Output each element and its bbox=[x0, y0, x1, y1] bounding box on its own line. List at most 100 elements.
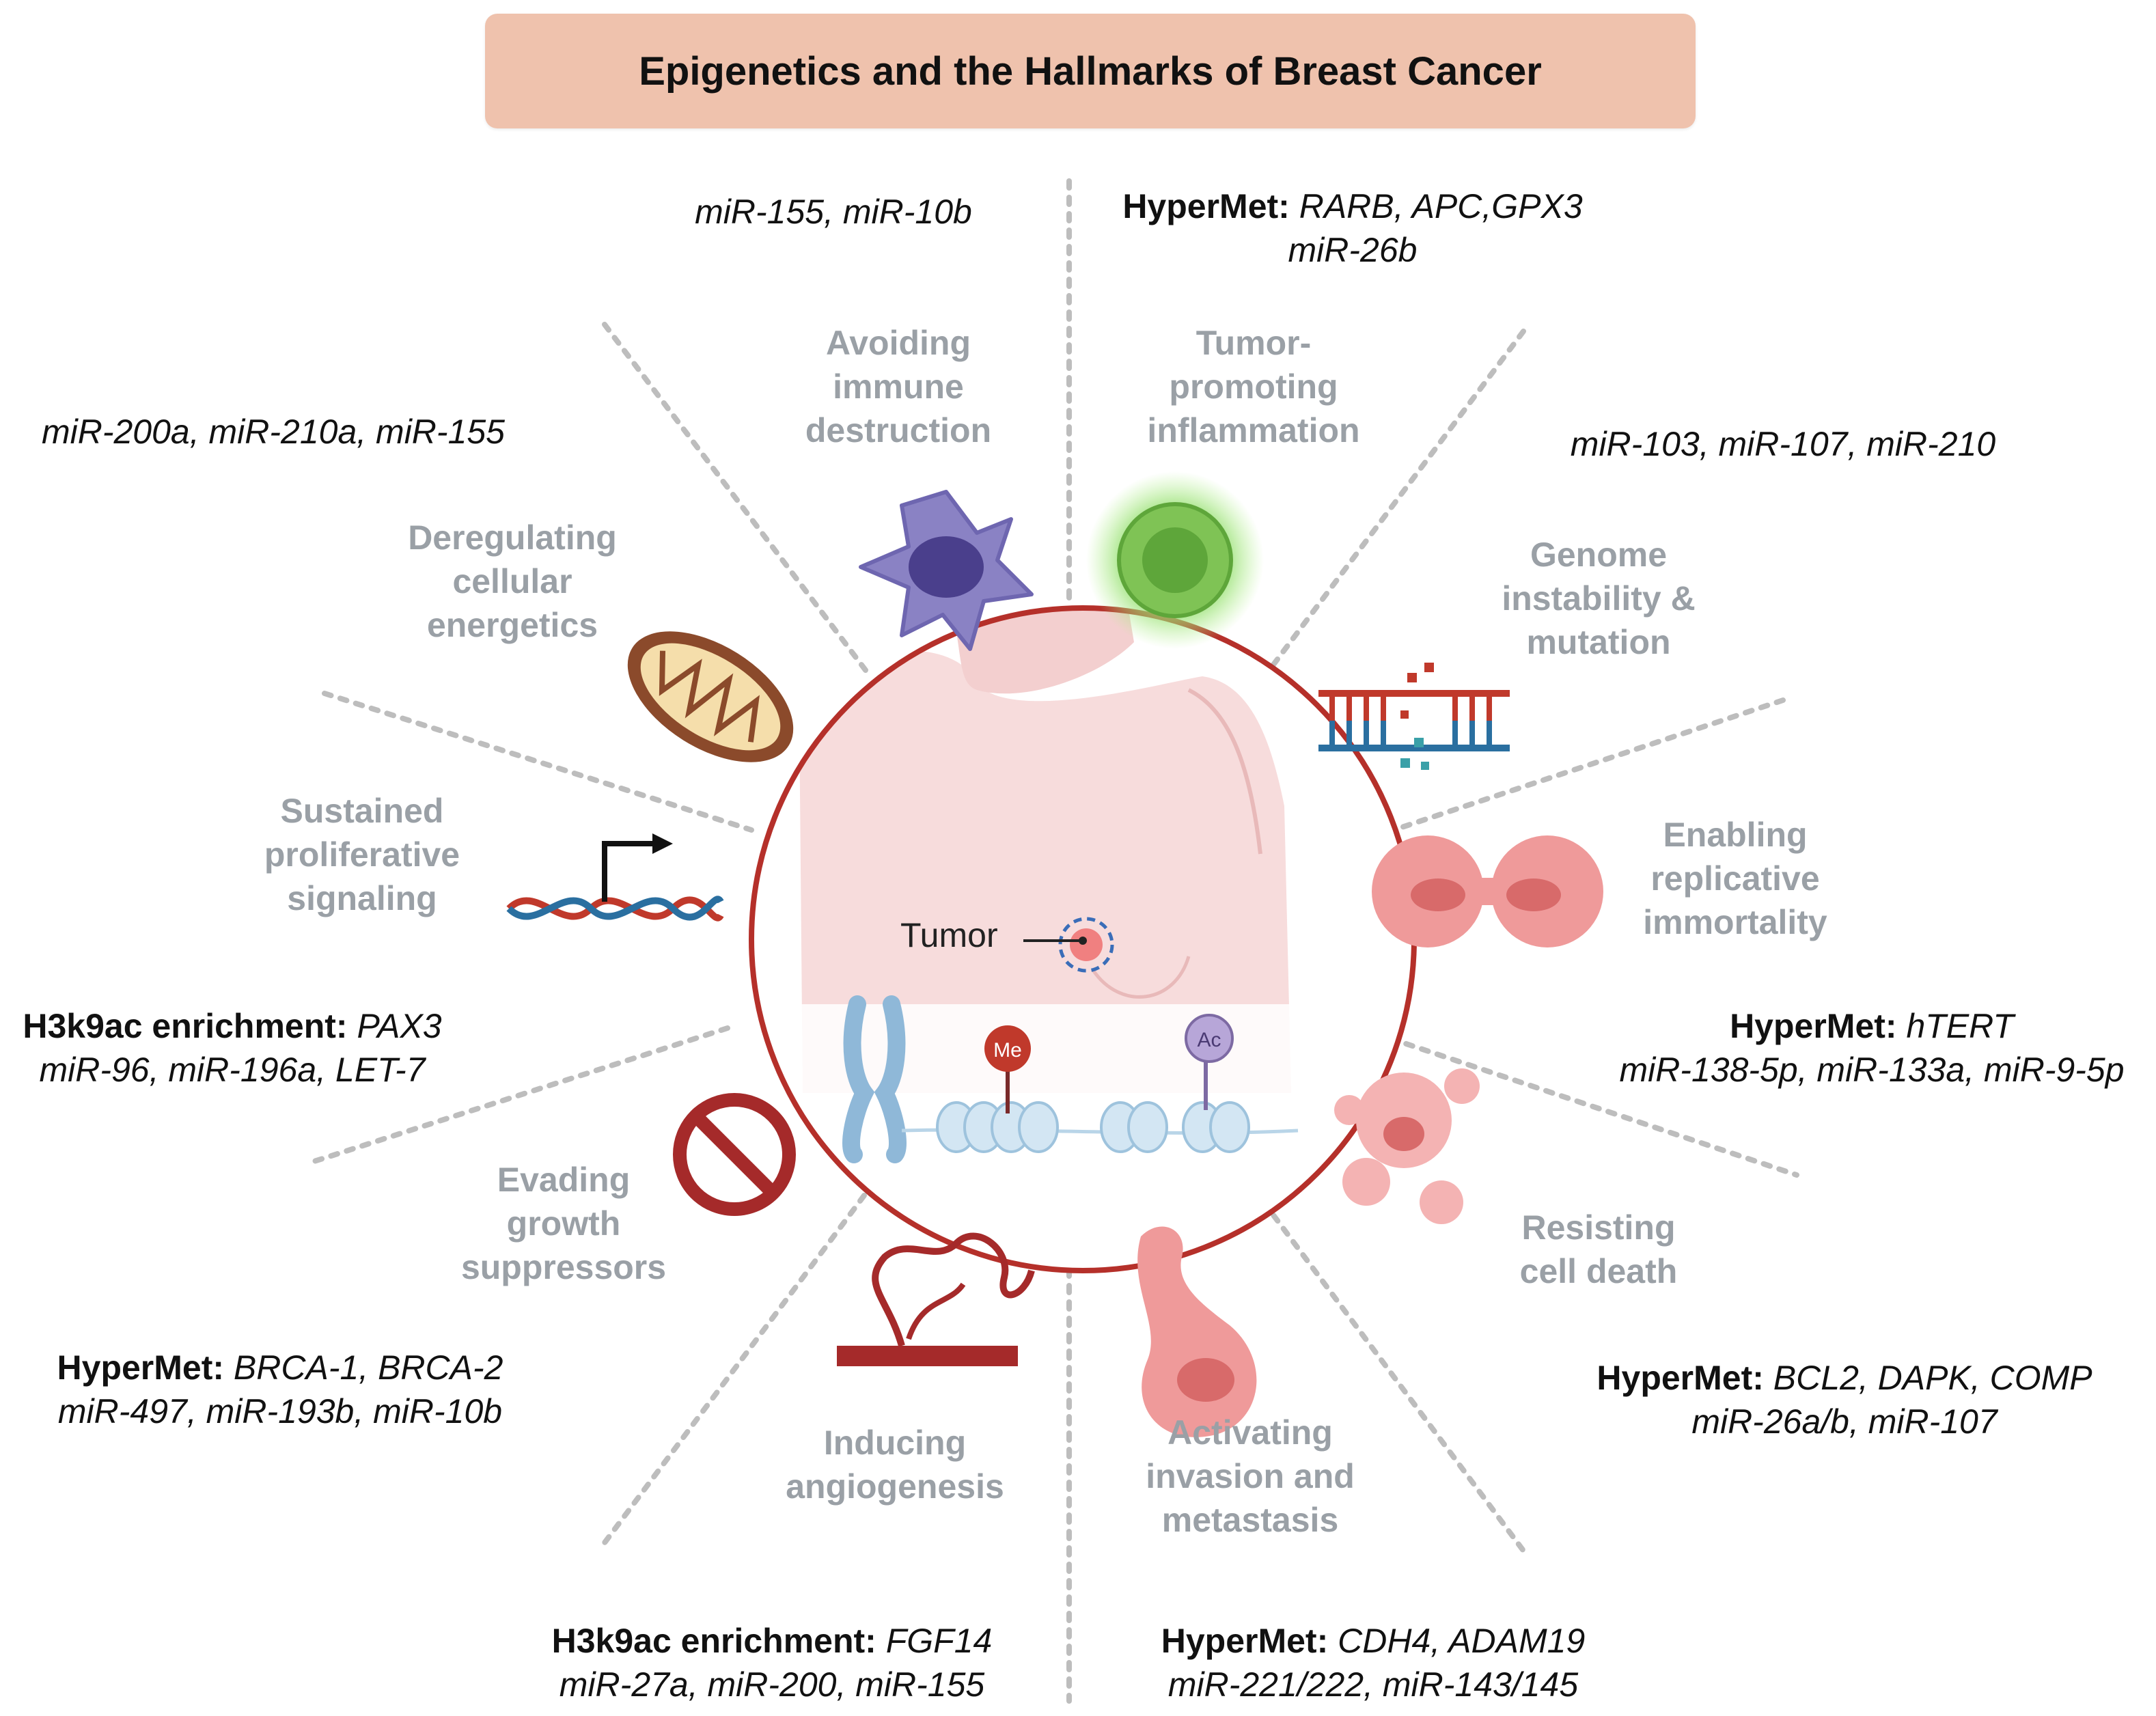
divider-line bbox=[312, 1025, 730, 1164]
epi-growth: HyperMet: BRCA-1, BRCA-2 miR-497, miR-19… bbox=[27, 1346, 533, 1433]
methyl-mark-label: Me bbox=[993, 1039, 1022, 1062]
hallmark-line: suppressors bbox=[460, 1248, 667, 1286]
title-banner: Epigenetics and the Hallmarks of Breast … bbox=[485, 14, 1696, 128]
epi-mirna-line: miR-221/222, miR-143/145 bbox=[1167, 1665, 1579, 1704]
hallmark-line: immortality bbox=[1643, 903, 1827, 941]
migrating-cell-icon bbox=[1137, 1226, 1257, 1437]
hallmark-line: cellular bbox=[452, 562, 572, 600]
divider-line bbox=[1254, 329, 1526, 689]
epi-prefix: HyperMet: bbox=[1597, 1359, 1764, 1397]
nucleosome-icons bbox=[936, 1101, 1250, 1153]
epi-mirna-line: miR-497, miR-193b, miR-10b bbox=[57, 1392, 503, 1430]
hallmark-line: instability & bbox=[1502, 579, 1696, 618]
hallmark-line: Evading bbox=[497, 1161, 631, 1199]
shoulder-contour bbox=[1187, 688, 1262, 855]
hallmark-angiogenesis: Inducing angiogenesis bbox=[779, 1421, 1011, 1508]
no-symbol-icon bbox=[673, 1093, 796, 1216]
epi-invasion: HyperMet: CDH4, ADAM19 miR-221/222, miR-… bbox=[1120, 1619, 1626, 1706]
neck-shape bbox=[950, 608, 1134, 694]
divider-line bbox=[602, 322, 870, 676]
hallmark-inflammation: Tumor- promoting inflammation bbox=[1134, 321, 1373, 452]
inflammatory-cell-icon bbox=[1086, 471, 1264, 649]
epi-prefix: H3k9ac enrichment: bbox=[23, 1007, 348, 1045]
hallmark-immune: Avoiding immune destruction bbox=[792, 321, 1004, 452]
immune-cell-icon bbox=[859, 490, 1034, 651]
hallmark-line: metastasis bbox=[1161, 1501, 1339, 1539]
hallmark-line: Deregulating bbox=[408, 518, 617, 557]
hallmark-line: angiogenesis bbox=[786, 1467, 1004, 1506]
hallmark-line: immune bbox=[833, 368, 964, 406]
epi-prefix: HyperMet: bbox=[1161, 1622, 1329, 1660]
epi-genes: FGF14 bbox=[885, 1622, 993, 1660]
hallmark-line: Avoiding bbox=[825, 324, 971, 362]
hallmark-line: promoting bbox=[1169, 368, 1338, 406]
divider-line bbox=[1261, 1200, 1526, 1553]
hallmark-line: signaling bbox=[287, 879, 437, 917]
torso-shape bbox=[799, 650, 1291, 1093]
apoptotic-cell-icon bbox=[1334, 1068, 1480, 1224]
hallmark-line: invasion and bbox=[1146, 1457, 1355, 1495]
chromosome-icon bbox=[842, 995, 907, 1163]
breast-contour bbox=[1091, 956, 1191, 999]
epi-mirna-line: miR-138-5p, miR-133a, miR-9-5p bbox=[1619, 1051, 2125, 1089]
tumor-dashed-ring bbox=[1058, 917, 1114, 973]
hallmark-invasion: Activating invasion and metastasis bbox=[1134, 1411, 1366, 1542]
hallmark-line: proliferative bbox=[264, 835, 460, 874]
epi-genes: BRCA-1, BRCA-2 bbox=[233, 1348, 503, 1387]
hallmark-cell-death: Resisting cell death bbox=[1489, 1206, 1708, 1293]
epi-inflammation: HyperMet: RARB, APC,GPX3 miR-26b bbox=[1079, 184, 1626, 272]
divider-lines bbox=[312, 178, 1799, 1704]
epi-cell-death: HyperMet: BCL2, DAPK, COMP miR-26a/b, mi… bbox=[1564, 1356, 2125, 1443]
epi-energetics: miR-200a, miR-210a, miR-155 bbox=[27, 410, 519, 454]
acetyl-mark-icon bbox=[1185, 1014, 1234, 1063]
epi-proliferative: H3k9ac enrichment: PAX3 miR-96, miR-196a… bbox=[0, 1004, 465, 1092]
mitochondrion-icon bbox=[627, 631, 794, 762]
divider-line bbox=[1360, 697, 1786, 843]
epi-prefix: HyperMet: bbox=[1122, 187, 1290, 225]
epi-genome: miR-103, miR-107, miR-210 bbox=[1558, 422, 2008, 466]
hallmark-line: replicative bbox=[1650, 859, 1820, 898]
hallmark-line: Inducing bbox=[823, 1424, 967, 1462]
hallmark-line: growth bbox=[506, 1204, 621, 1243]
tumor-icon bbox=[1070, 928, 1103, 961]
epi-genes: BCL2, DAPK, COMP bbox=[1773, 1359, 2092, 1397]
divider-line bbox=[1357, 1025, 1799, 1178]
acetyl-mark-label: Ac bbox=[1197, 1029, 1221, 1051]
methyl-mark-icon bbox=[984, 1025, 1031, 1072]
hallmark-line: Genome bbox=[1530, 536, 1668, 574]
epi-genes: CDH4, ADAM19 bbox=[1338, 1622, 1586, 1660]
epi-mirna-line: miR-96, miR-196a, LET-7 bbox=[39, 1051, 426, 1089]
hallmark-energetics: Deregulating cellular energetics bbox=[383, 516, 642, 647]
hallmark-immortality: Enabling replicative immortality bbox=[1619, 813, 1851, 944]
blood-vessel-icon bbox=[837, 1232, 1035, 1366]
epi-mirna-line: miR-155, miR-10b bbox=[695, 193, 972, 231]
dna-damage-icon bbox=[1318, 663, 1510, 770]
epi-immune: miR-155, miR-10b bbox=[642, 190, 1025, 234]
hallmark-genome: Genome instability & mutation bbox=[1482, 533, 1715, 664]
hallmark-growth: Evading growth suppressors bbox=[451, 1158, 676, 1289]
hallmark-line: destruction bbox=[805, 411, 992, 449]
epi-immortality: HyperMet: hTERT miR-138-5p, miR-133a, mi… bbox=[1592, 1004, 2152, 1092]
hallmark-line: mutation bbox=[1526, 623, 1671, 661]
hallmark-line: inflammation bbox=[1147, 411, 1360, 449]
epi-prefix: H3k9ac enrichment: bbox=[551, 1622, 876, 1660]
figure-title: Epigenetics and the Hallmarks of Breast … bbox=[639, 49, 1542, 94]
epi-genes: RARB, APC,GPX3 bbox=[1299, 187, 1583, 225]
epi-genes: hTERT bbox=[1906, 1007, 2014, 1045]
hallmark-line: Activating bbox=[1167, 1413, 1333, 1452]
epi-mirna-line: miR-200a, miR-210a, miR-155 bbox=[41, 413, 505, 451]
divider-line bbox=[598, 1193, 867, 1550]
gene-promoter-icon bbox=[506, 833, 724, 922]
hallmark-line: Enabling bbox=[1663, 816, 1808, 854]
hallmark-line: cell death bbox=[1519, 1252, 1678, 1290]
epi-angiogenesis: H3k9ac enrichment: FGF14 miR-27a, miR-20… bbox=[519, 1619, 1025, 1706]
hallmark-line: Sustained bbox=[280, 792, 444, 830]
dividing-cell-icon bbox=[1372, 835, 1603, 947]
hallmark-line: Tumor- bbox=[1196, 324, 1312, 362]
epi-prefix: HyperMet: bbox=[57, 1348, 225, 1387]
hallmark-line: Resisting bbox=[1521, 1208, 1676, 1247]
epi-mirna-line: miR-26b bbox=[1288, 231, 1418, 269]
breast-illustration bbox=[751, 608, 1299, 1182]
epi-mirna-line: miR-26a/b, miR-107 bbox=[1691, 1402, 1998, 1441]
